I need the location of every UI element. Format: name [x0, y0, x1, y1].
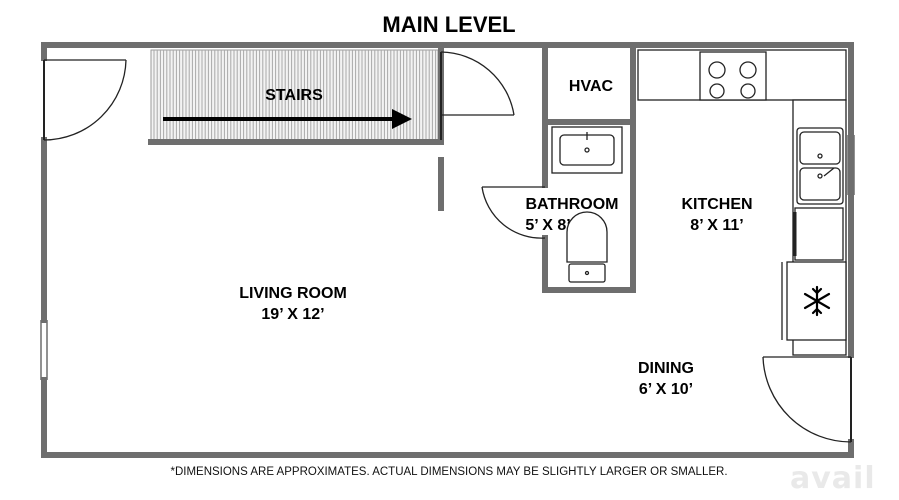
plan-title: MAIN LEVEL	[382, 12, 515, 37]
kitchen-dims: 8’ X 11’	[690, 217, 743, 234]
watermark-logo: avail	[790, 461, 876, 496]
living-room-dims: 19’ X 12’	[261, 306, 324, 323]
walls	[41, 42, 854, 458]
bathroom-dims: 5’ X 8’	[525, 217, 570, 234]
stairs-label: STAIRS	[265, 87, 323, 104]
arrow-head	[392, 109, 412, 129]
disclaimer-note: *DIMENSIONS ARE APPROXIMATES. ACTUAL DIM…	[170, 466, 727, 478]
burner-icon	[709, 83, 725, 99]
bathroom-fixtures	[551, 126, 623, 283]
dining-label: DINING	[638, 360, 694, 377]
stairs	[150, 49, 439, 143]
dining-dims: 6’ X 10’	[639, 381, 693, 398]
burner-icon	[708, 61, 726, 79]
dishwasher	[794, 207, 844, 261]
burner-icon	[740, 83, 756, 99]
living-room-label: LIVING ROOM	[239, 285, 347, 302]
window-right	[847, 135, 855, 195]
snowflake-icon	[803, 285, 831, 317]
bathroom-label: BATHROOM	[525, 196, 618, 213]
kitchen-label: KITCHEN	[681, 196, 752, 213]
window-left	[40, 320, 48, 380]
burner-icon	[739, 61, 757, 79]
toilet	[566, 211, 608, 263]
doors	[43, 51, 852, 443]
hvac-label: HVAC	[569, 78, 614, 95]
